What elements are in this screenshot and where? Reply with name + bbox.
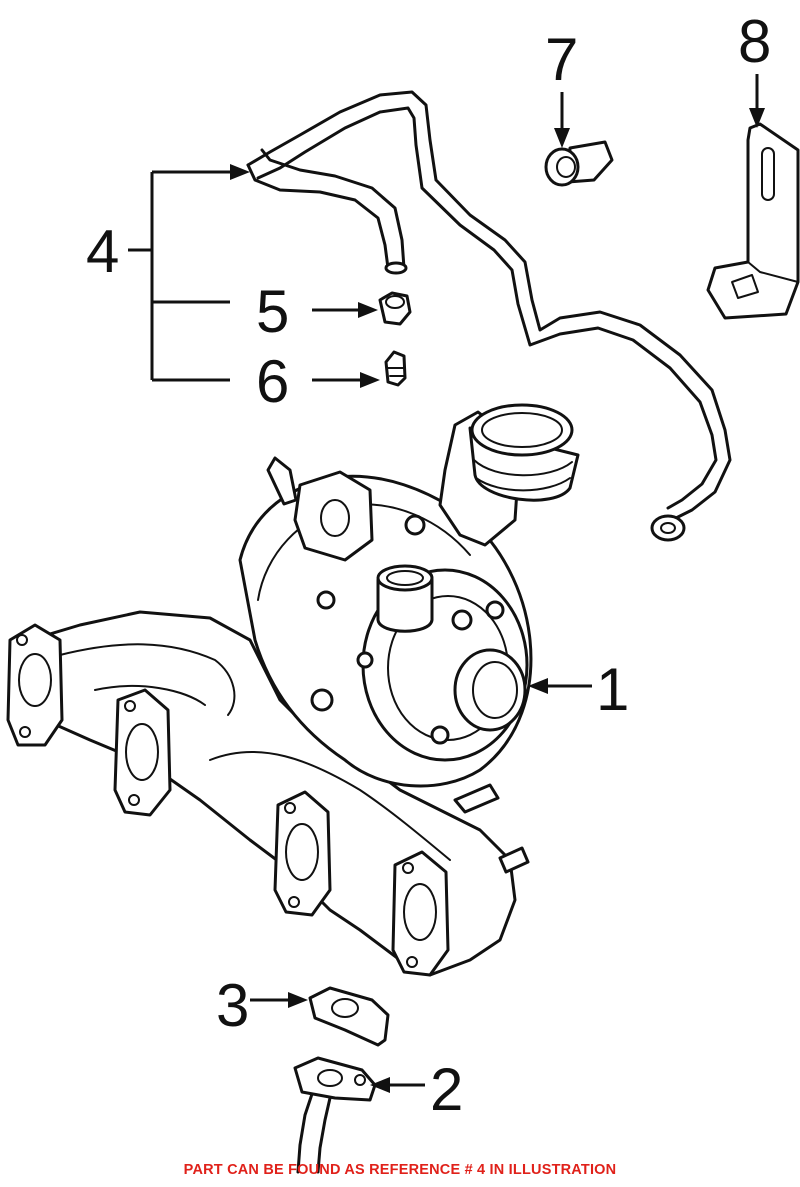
leader-arrow-2: [370, 1077, 425, 1093]
wastegate-actuator: [438, 403, 580, 547]
callout-1: 1: [596, 656, 629, 723]
turbo-stud: [266, 456, 298, 506]
leader-arrow-5: [312, 302, 378, 318]
hose-end: [384, 261, 408, 275]
callout-3: 3: [216, 972, 249, 1039]
banjo-fitting: [650, 514, 686, 542]
callout-2: 2: [430, 1056, 463, 1123]
manifold-flange-4: [391, 850, 450, 977]
callout-8: 8: [738, 8, 771, 75]
fitting-part-6: [384, 350, 407, 387]
reference-notice: PART CAN BE FOUND AS REFERENCE # 4 IN IL…: [183, 1162, 617, 1178]
leader-arrow-6: [312, 372, 380, 388]
leader-arrow-3: [250, 992, 308, 1008]
turbocharger: [238, 456, 533, 788]
oil-feed-line: [246, 90, 732, 542]
compressor-inlet: [453, 648, 527, 732]
manifold-flange-1: [6, 623, 64, 747]
oil-return-pipe-part-2: [293, 1056, 377, 1174]
gasket-part-3: [308, 986, 390, 1047]
callout-7: 7: [545, 26, 578, 93]
plug-part-7: [544, 140, 614, 187]
callout-4: 4: [86, 218, 119, 285]
compressor-outlet: [376, 564, 434, 592]
manifold-flange-3: [273, 790, 332, 917]
bracket-part-8: [706, 122, 800, 320]
callout-5: 5: [256, 278, 289, 345]
nut-part-5: [378, 291, 412, 326]
leader-arrow-7: [554, 92, 570, 148]
callout-bracket-4: [128, 164, 250, 382]
leader-arrow-1: [528, 678, 592, 694]
manifold-flange-2: [113, 688, 172, 817]
leader-arrow-8: [749, 74, 765, 128]
exhaust-manifold: [6, 610, 530, 977]
callout-6: 6: [256, 348, 289, 415]
